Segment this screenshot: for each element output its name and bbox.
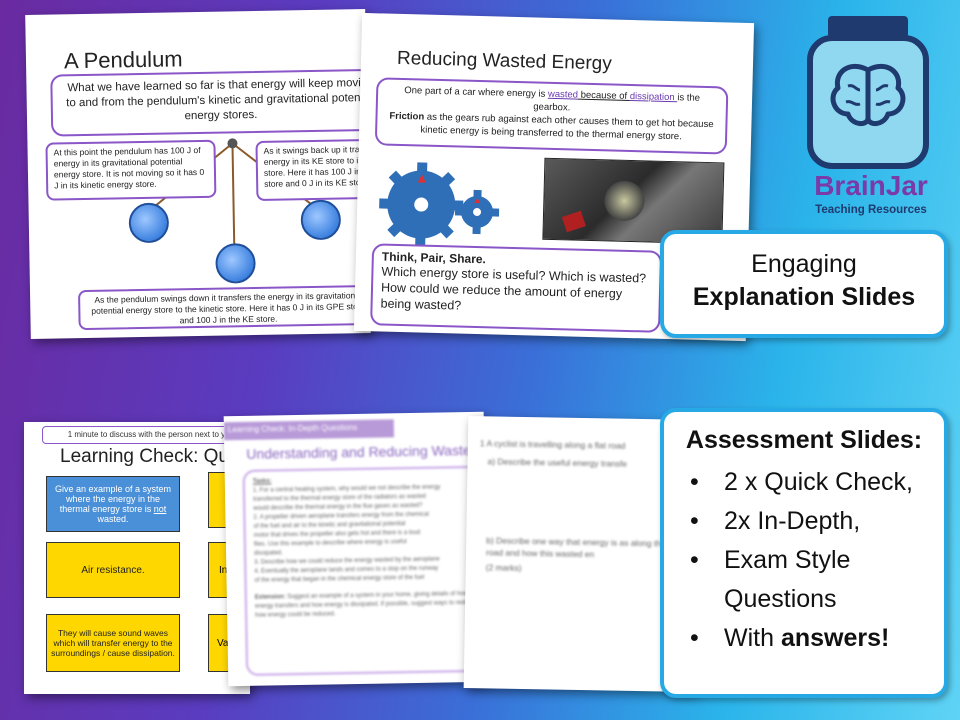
question-card-blue: Give an example of a system where the en… xyxy=(46,476,180,532)
brain-jar-icon xyxy=(807,16,929,169)
brainjar-logo: BrainJar Teaching Resources xyxy=(784,10,960,220)
brand-tagline: Teaching Resources xyxy=(815,204,927,216)
exam-marks: (2 marks) xyxy=(485,562,522,573)
assessment-list: 2 x Quick Check, 2x In-Depth, Exam Style… xyxy=(674,463,934,658)
gears-icon xyxy=(379,162,500,247)
in-depth-slide: Learning Check: In-Depth Questions Under… xyxy=(223,411,489,687)
list-item: 2 x Quick Check, xyxy=(674,463,934,502)
assessment-panel: Assessment Slides: 2 x Quick Check, 2x I… xyxy=(660,408,948,698)
left-info-box: At this point the pendulum has 100 J of … xyxy=(45,139,217,201)
exam-q1b: b) Describe one way that energy is as al… xyxy=(485,535,666,560)
list-item: 2x In-Depth, xyxy=(674,502,934,541)
panel-line-engaging: Engaging xyxy=(751,250,857,278)
list-item: With answers! xyxy=(674,619,934,658)
bottom-info-box: As the pendulum swings down it transfers… xyxy=(78,284,371,331)
slide-title: Learning Check: Quick xyxy=(60,446,250,467)
wasted-energy-slide: Reducing Wasted Energy One part of a car… xyxy=(353,12,755,342)
discuss-banner: 1 minute to discuss with the person next… xyxy=(42,426,250,444)
answer-card-air-resistance: Air resistance. xyxy=(46,542,180,598)
list-item: Exam Style Questions xyxy=(674,541,934,619)
tasks-box: Tasks: 1. For a central heating system, … xyxy=(242,465,489,676)
quick-check-slide: 1 minute to discuss with the person next… xyxy=(24,422,250,694)
in-depth-banner: Learning Check: In-Depth Questions xyxy=(223,419,395,441)
dissipation-term: dissipation xyxy=(629,90,678,104)
brand-name: BrainJar xyxy=(814,170,928,201)
wasted-term: wasted xyxy=(547,88,579,101)
panel-line-explanation: Explanation Slides xyxy=(692,283,916,311)
right-info-box: As it swings back up it transferred the … xyxy=(255,138,371,201)
exam-q1: 1 A cyclist is travelling along a flat r… xyxy=(479,438,626,451)
slide-title: Reducing Wasted Energy xyxy=(396,47,613,75)
think-pair-share-box: Think, Pair, Share. Which energy store i… xyxy=(370,243,663,333)
answer-card-sound: They will cause sound waves which will t… xyxy=(46,614,180,672)
explanation-panel: Engaging Explanation Slides xyxy=(660,230,948,338)
think-text: Which energy store is useful? Which is w… xyxy=(380,264,647,313)
exam-q1a: a) Describe the useful energy transfe xyxy=(487,456,628,469)
slide-title: Understanding and Reducing Wasted xyxy=(246,441,479,462)
assessment-heading: Assessment Slides: xyxy=(685,426,923,454)
pendulum-slide: A Pendulum What we have learned so far i… xyxy=(25,9,371,339)
gearbox-text-box: One part of a car where energy is wasted… xyxy=(374,77,729,155)
